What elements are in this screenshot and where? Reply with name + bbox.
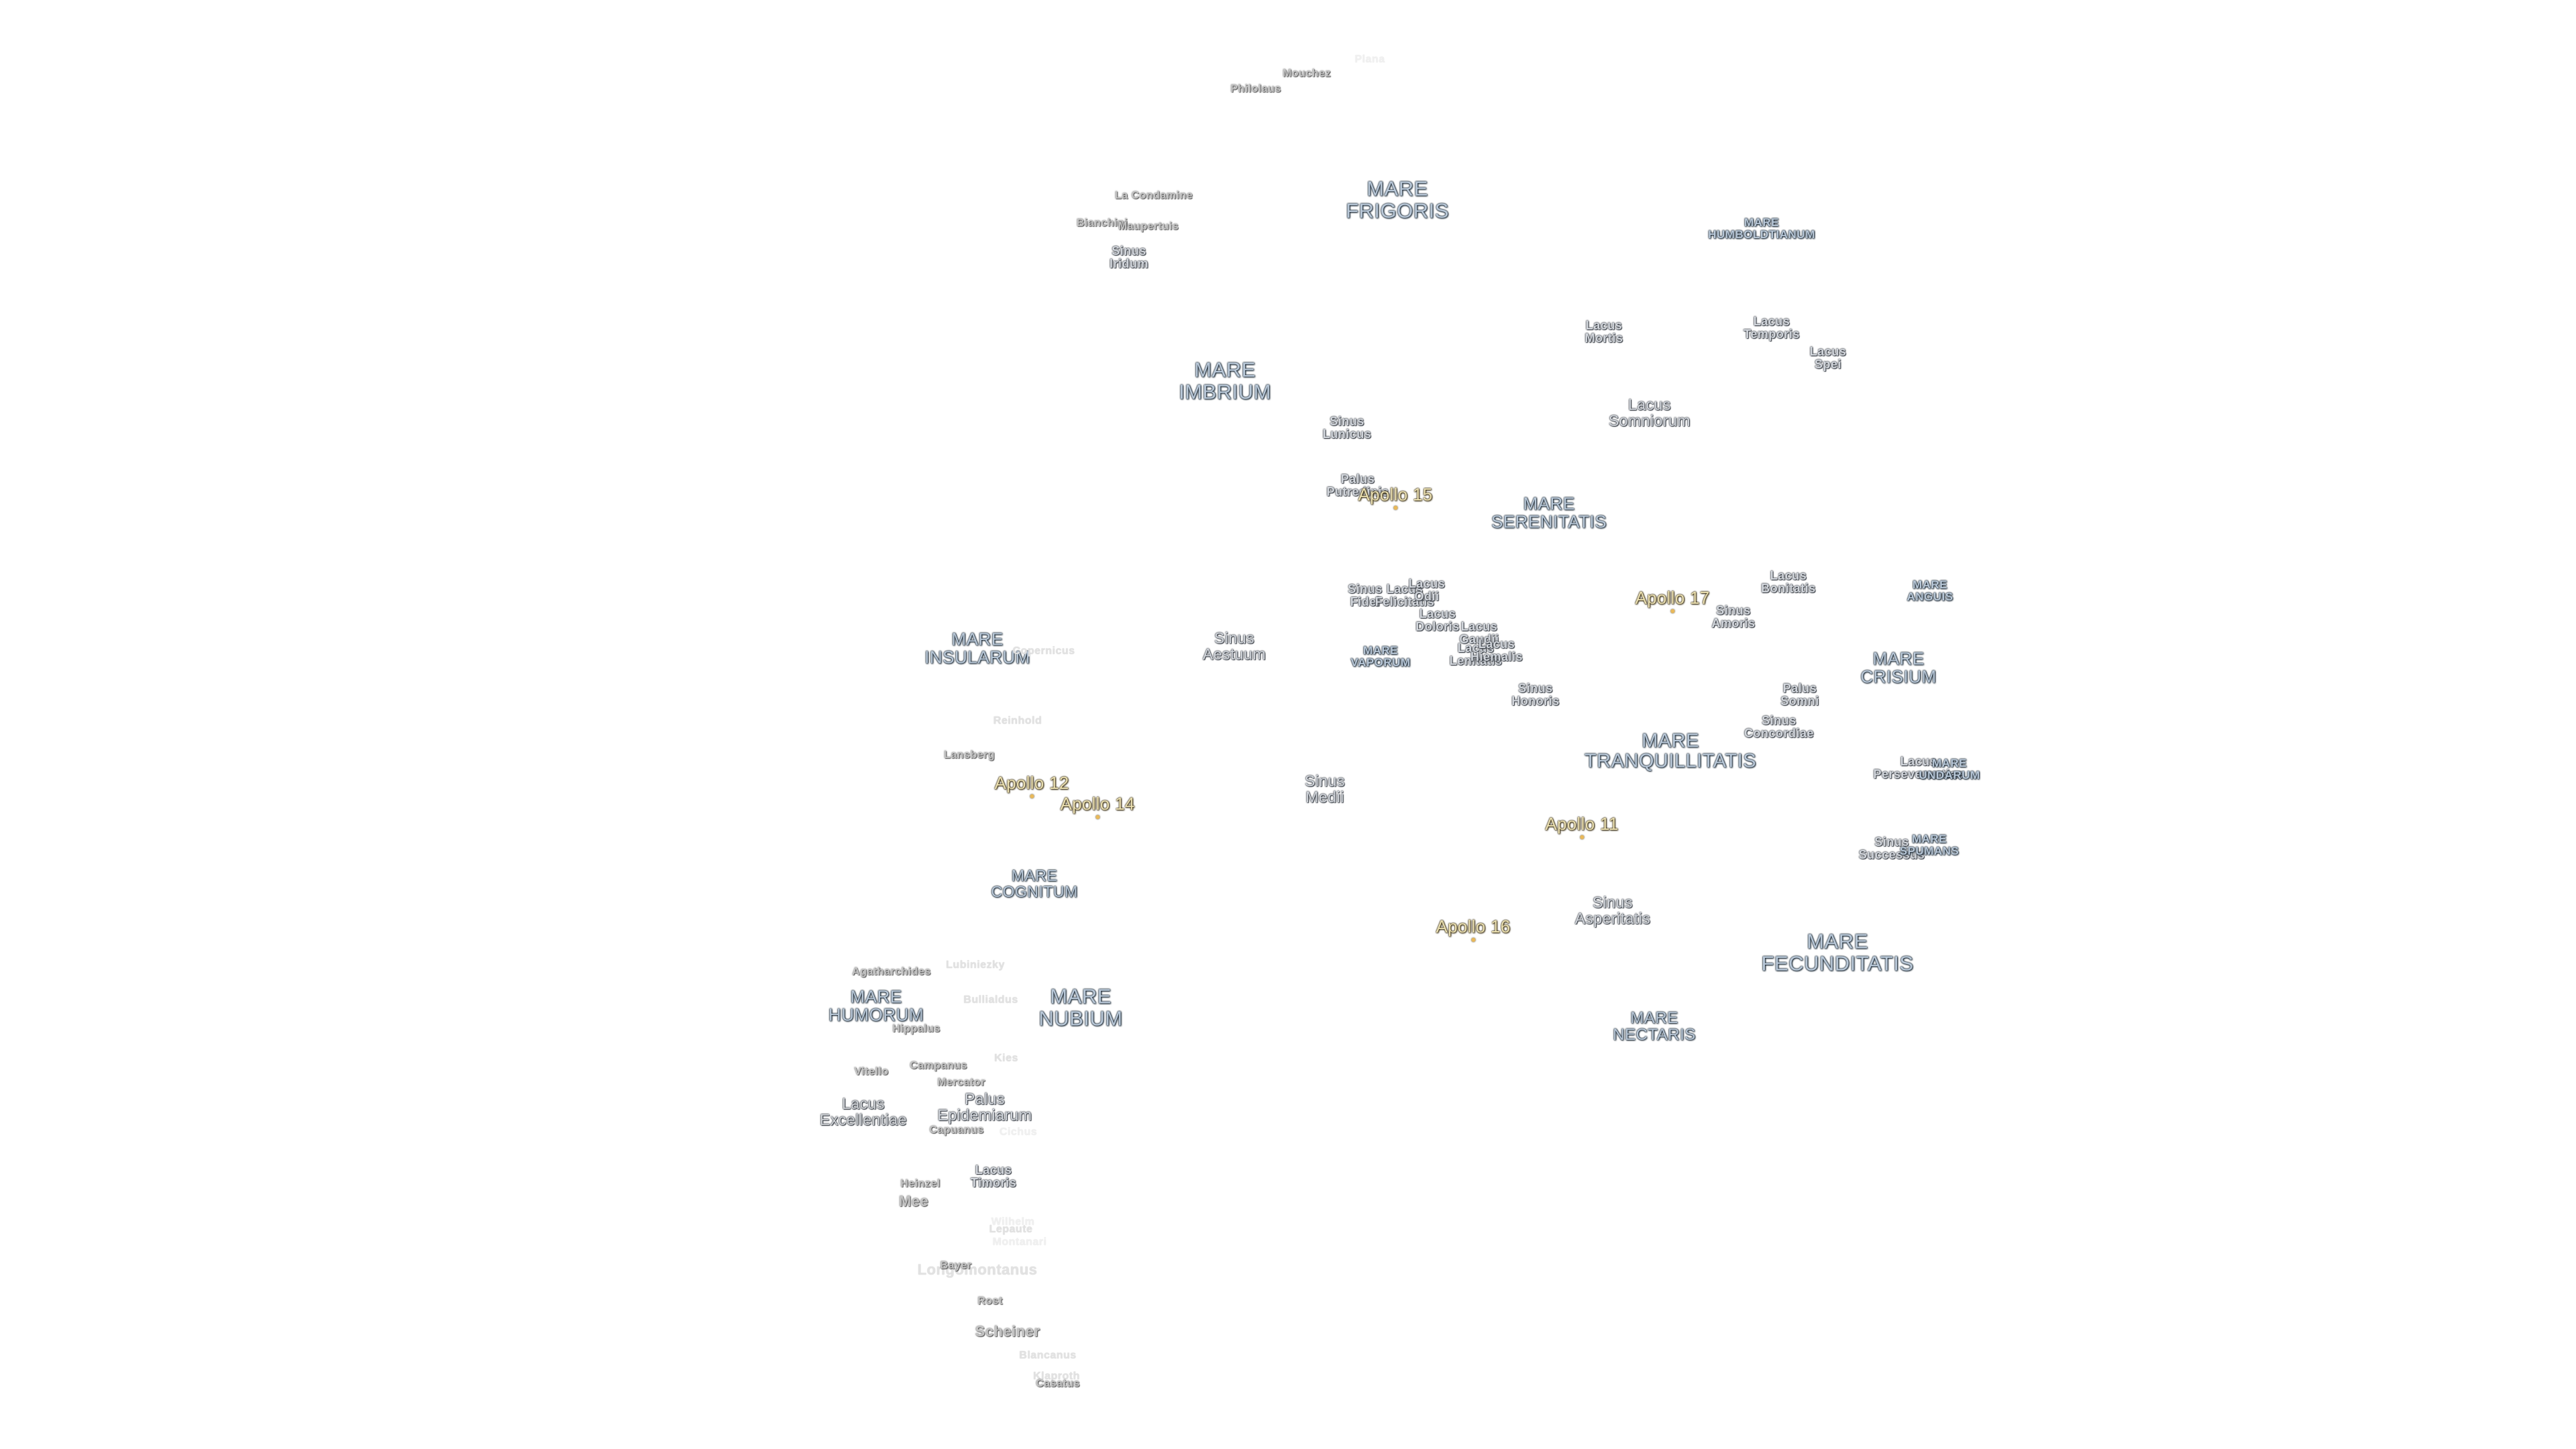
apollo-16-label[interactable]: Apollo 16 [1436, 916, 1511, 942]
hippalus-label: Hippalus [892, 1023, 941, 1034]
apollo-17-text: Apollo 17 [1635, 588, 1710, 608]
lacus-lenitatis-label: Lacus Lenitatis [1449, 641, 1503, 667]
lacus-bonitatis-label: Lacus Bonitatis [1761, 569, 1816, 595]
sinus-asperitatis-label: Sinus Asperitatis [1574, 893, 1651, 927]
mare-nubium-label: MARE NUBIUM [1038, 984, 1123, 1030]
lacus-doloris-label: Lacus Doloris [1415, 607, 1460, 633]
apollo-17-marker-icon [1670, 609, 1674, 613]
lacus-somniorum-label: Lacus Somniorum [1608, 395, 1691, 429]
lacus-mortis-label: Lacus Mortis [1585, 319, 1623, 345]
palus-putredinis-label: Palus Putredinis [1326, 472, 1389, 498]
vitello-label: Vitello [854, 1066, 889, 1077]
apollo-12-label[interactable]: Apollo 12 [994, 773, 1069, 798]
lacus-timoris-label: Lacus Timoris [970, 1163, 1017, 1189]
mare-serenitatis-label: MARE SERENITATIS [1491, 493, 1607, 532]
mare-crisium-label: MARE CRISIUM [1860, 648, 1937, 687]
mercator-label: Mercator [937, 1077, 985, 1088]
apollo-16-text: Apollo 16 [1436, 916, 1511, 936]
palus-epidemiarum-label: Palus Epidemiarum [937, 1089, 1032, 1124]
cichus-label: Cichus [999, 1126, 1038, 1138]
lacus-excellentiae-label: Lacus Excellentiae [819, 1094, 908, 1128]
maupertuis-label: Maupertuis [1118, 221, 1179, 232]
apollo-12-marker-icon [1030, 794, 1034, 798]
bullialdus-label: Bullialdus [963, 994, 1018, 1006]
sinus-aestuum-label: Sinus Aestuum [1202, 629, 1267, 663]
sinus-fidei-label: Sinus Fidei [1348, 582, 1383, 608]
sinus-medii-label: Sinus Medii [1304, 771, 1346, 806]
sinus-lunicus-label: Sinus Lunicus [1322, 415, 1372, 441]
lacus-felicitatis-label: Lacus Felicitatis [1375, 582, 1435, 608]
wilhelm-label: Wilhelm [991, 1216, 1035, 1228]
sinus-concordiae-label: Sinus Concordiae [1743, 714, 1815, 740]
lacus-odii-label: Lacus Odii [1408, 577, 1446, 603]
mare-fecunditatis-label: MARE FECUNDITATIS [1761, 929, 1914, 975]
mee-label: Mee [898, 1193, 929, 1210]
mare-tranquillitatis-label: MARE TRANQUILLITATIS [1584, 730, 1757, 772]
longomontanus-label: Longomontanus [917, 1261, 1038, 1278]
mare-nectaris-label: MARE NECTARIS [1613, 1008, 1696, 1044]
mare-frigoris-label: MARE FRIGORIS [1346, 176, 1449, 222]
montanari-label: Montanari [992, 1236, 1047, 1248]
apollo-15-marker-icon [1393, 506, 1397, 510]
mare-humboldtianum-label: MARE HUMBOLDTIANUM [1708, 216, 1815, 241]
casatus-label: Casatus [1036, 1378, 1080, 1389]
apollo-12-text: Apollo 12 [994, 773, 1069, 793]
klaproth-label: Klaproth [1033, 1371, 1080, 1382]
apollo-11-text: Apollo 11 [1545, 814, 1619, 834]
la-condamine-label: La Condamine [1114, 190, 1193, 201]
sinus-iridum-label: Sinus Iridum [1109, 244, 1149, 270]
lacus-gaudii-label: Lacus Gaudii [1459, 620, 1499, 646]
lacus-perseverantiae-label: Lacus Perseverantiae [1873, 755, 1964, 781]
sinus-amoris-label: Sinus Amoris [1711, 604, 1756, 630]
philolaus-label: Philolaus [1230, 83, 1281, 95]
agatharchides-label: Agatharchides [852, 966, 931, 977]
mare-humorum-label: MARE HUMORUM [828, 986, 924, 1025]
apollo-14-text: Apollo 14 [1060, 794, 1135, 814]
scheiner-label: Scheiner [975, 1323, 1040, 1340]
mare-insularum-label: MARE INSULARUM [924, 629, 1030, 667]
lacus-spei-label: Lacus Spei [1809, 345, 1847, 371]
kies-label: Kies [994, 1053, 1018, 1064]
apollo-16-marker-icon [1471, 938, 1475, 942]
lansberg-label: Lansberg [943, 749, 996, 761]
mare-undarum-label: MARE UNDARUM [1919, 757, 1980, 782]
lubiniezky-label: Lubiniezky [946, 959, 1005, 971]
sinus-successus-label: Sinus Successus [1858, 835, 1925, 861]
apollo-14-label[interactable]: Apollo 14 [1060, 794, 1135, 819]
mare-vaporum-label: MARE VAPORUM [1350, 644, 1411, 669]
mare-imbrium-label: MARE IMBRIUM [1179, 358, 1271, 403]
apollo-14-marker-icon [1095, 815, 1099, 819]
campanus-label: Campanus [910, 1060, 967, 1071]
heinzel-label: Heinzel [900, 1178, 941, 1189]
capuanus-label: Capuanus [929, 1124, 984, 1136]
apollo-15-text: Apollo 15 [1358, 484, 1433, 504]
plana-label: Plana [1354, 54, 1385, 65]
mouchez-label: Mouchez [1283, 68, 1331, 79]
bianchini-label: Bianchini [1076, 217, 1128, 229]
blancanus-label: Blancanus [1019, 1350, 1077, 1361]
palus-somni-label: Palus Somni [1780, 682, 1819, 708]
rost-label: Rost [977, 1295, 1003, 1307]
mare-cognitum-label: MARE COGNITUM [991, 866, 1078, 900]
reinhold-label: Reinhold [993, 715, 1042, 727]
lacus-hiemalis-label: Lacus Hiemalis [1470, 637, 1523, 663]
bayer-label: Bayer [940, 1260, 972, 1271]
mare-anguis-label: MARE ANGUIS [1907, 578, 1953, 603]
apollo-15-label[interactable]: Apollo 15 [1358, 484, 1433, 510]
sinus-honoris-label: Sinus Honoris [1511, 682, 1560, 708]
lepaute-label: Lepaute [989, 1224, 1033, 1235]
apollo-17-label[interactable]: Apollo 17 [1635, 588, 1710, 613]
apollo-11-marker-icon [1579, 835, 1584, 839]
mare-spumans-label: MARE SPUMANS [1899, 833, 1960, 857]
lacus-temporis-label: Lacus Temporis [1743, 315, 1800, 341]
copernicus-label: Copernicus [1012, 645, 1075, 657]
apollo-11-label[interactable]: Apollo 11 [1545, 814, 1619, 839]
